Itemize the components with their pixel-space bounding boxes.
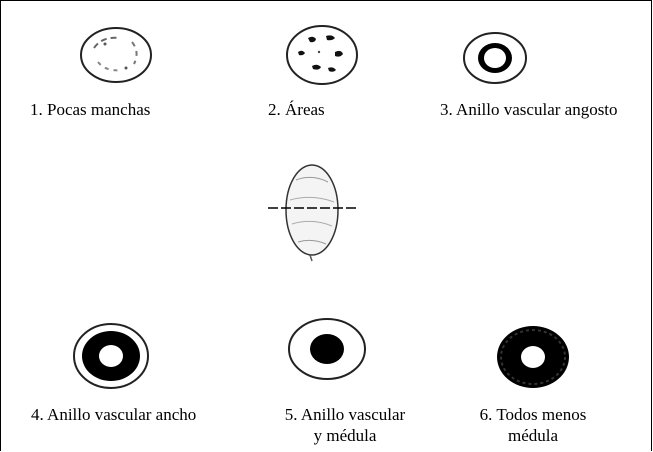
caption-6-line1: 6. Todos menos	[479, 405, 587, 424]
tuber-section-all-but-medulla	[493, 322, 573, 392]
caption-6-line2: médula	[507, 426, 559, 445]
caption-4: 4. Anillo vascular ancho	[31, 405, 197, 424]
caption-5: 5. Anillo vascular y médula	[265, 404, 425, 446]
tuber-section-vascular-ring-and-medulla	[286, 316, 368, 382]
caption-5-line1: 5. Anillo vascular	[284, 405, 406, 424]
caption-3: 3. Anillo vascular angosto	[440, 100, 618, 119]
tuber-section-narrow-vascular-ring	[460, 29, 530, 87]
tuber-section-wide-vascular-ring	[70, 320, 152, 392]
caption-1: 1. Pocas manchas	[30, 100, 151, 119]
tuber-section-few-spots	[76, 24, 156, 86]
caption-2: 2. Áreas	[268, 100, 325, 119]
whole-tuber-cut-line	[266, 160, 362, 264]
tuber-section-areas	[282, 22, 362, 88]
caption-6: 6. Todos menos médula	[468, 404, 598, 446]
caption-5-line2: y médula	[313, 426, 377, 445]
